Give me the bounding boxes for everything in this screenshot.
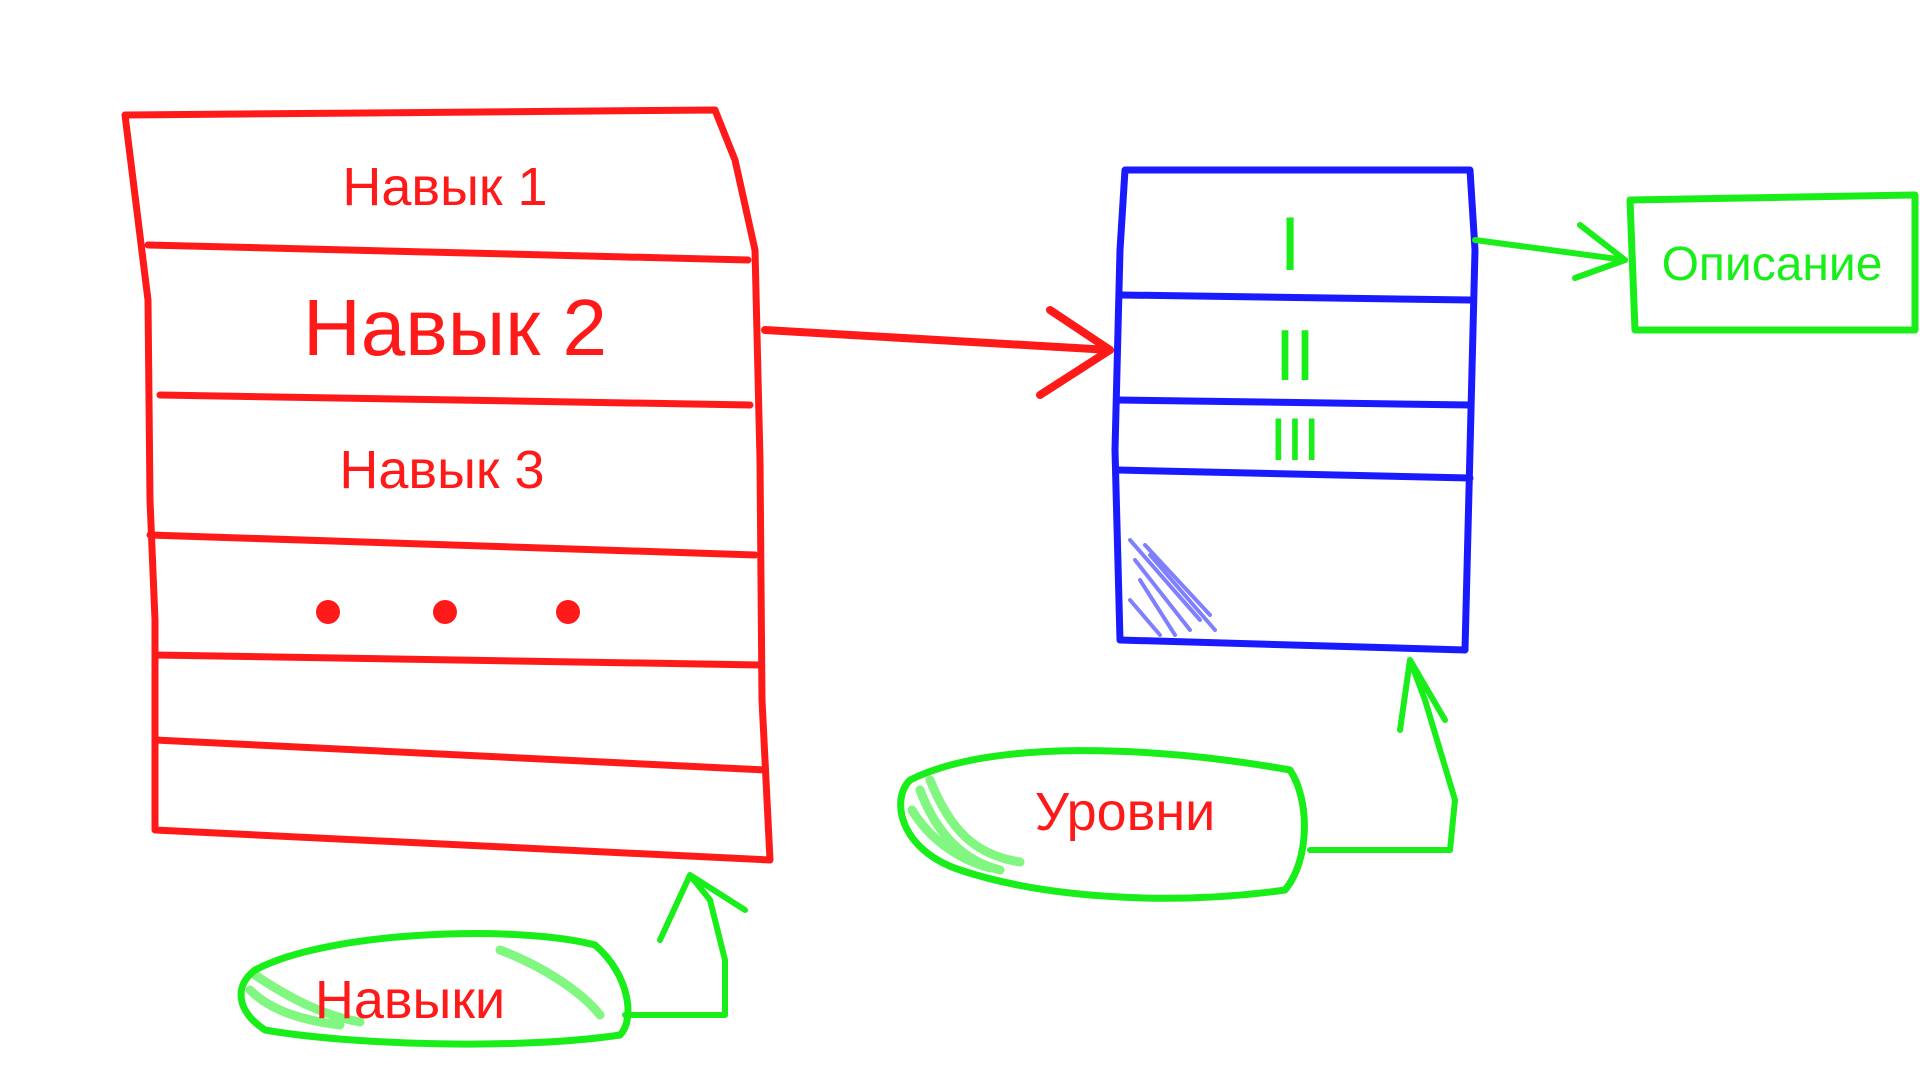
- skills-table-outline: [121, 106, 774, 864]
- levels-table: [1111, 166, 1479, 654]
- skills-callout: Навыки: [237, 872, 748, 1048]
- levels-scribble: [1128, 538, 1217, 637]
- description-box: [1626, 191, 1919, 334]
- skills-table-divider: [156, 391, 754, 409]
- level-row-label: I: [1279, 202, 1300, 287]
- arrow-skill-to-levels: [761, 306, 1114, 399]
- skill-row-label: Навык 3: [339, 440, 544, 500]
- levels-callout-connector: [1307, 657, 1458, 853]
- skills-callout-blob: [237, 930, 632, 1048]
- level-row-label: II: [1275, 316, 1315, 396]
- arrow-level-to-description: [1472, 222, 1628, 281]
- description-label: Описание: [1662, 238, 1883, 291]
- level-row-label: III: [1270, 406, 1320, 473]
- skills-table-divider: [151, 651, 764, 669]
- levels-table-divider: [1114, 396, 1474, 409]
- levels-table-outline: [1111, 166, 1479, 654]
- ellipsis-dots: [316, 600, 580, 624]
- ellipsis-dot: [433, 600, 457, 624]
- skills-callout-connector: [622, 872, 748, 1018]
- skills-callout-shading: [245, 945, 605, 1030]
- levels-callout-label: Уровни: [1035, 782, 1216, 842]
- levels-table-divider: [1118, 291, 1474, 304]
- skill-row-label: Навык 1: [342, 157, 547, 217]
- skills-callout-label: Навыки: [315, 970, 505, 1030]
- levels-callout-shading: [907, 775, 1025, 875]
- skills-table-divider: [146, 531, 759, 559]
- skills-table-divider: [144, 241, 752, 264]
- ellipsis-dot: [316, 600, 340, 624]
- ellipsis-dot: [556, 600, 580, 624]
- skills-table: [121, 106, 774, 864]
- levels-callout-blob: [897, 747, 1308, 902]
- skills-table-divider: [151, 736, 769, 774]
- levels-callout: Уровни: [897, 657, 1458, 902]
- skill-row-label-highlighted: Навык 2: [303, 283, 607, 372]
- levels-table-divider: [1114, 466, 1474, 482]
